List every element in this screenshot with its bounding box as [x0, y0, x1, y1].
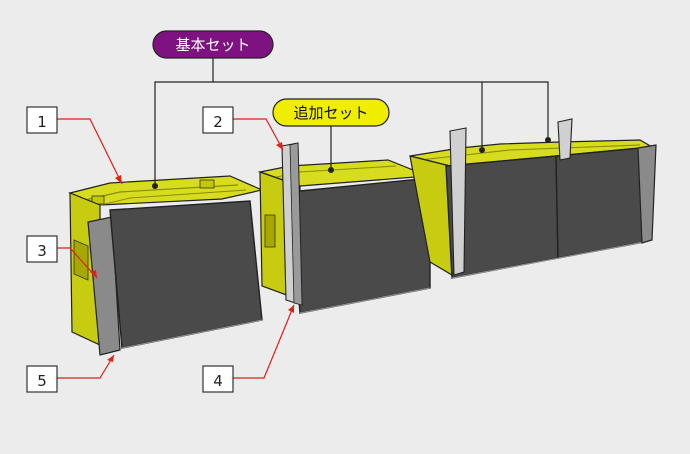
callout-1-number: 1 — [37, 113, 47, 131]
callout-5: 5 — [26, 365, 58, 393]
bracket-dots — [152, 137, 551, 189]
box-unit-1 — [68, 175, 264, 356]
additional-set-label: 追加セット — [293, 104, 368, 122]
callout-3-number: 3 — [37, 242, 47, 260]
callout-arrowheads — [90, 142, 294, 362]
additional-set-badge: 追加セット — [272, 98, 390, 127]
callout-3: 3 — [26, 235, 58, 263]
callout-4-number: 4 — [213, 372, 223, 390]
callout-2-number: 2 — [213, 113, 223, 131]
callout-5-number: 5 — [37, 372, 47, 390]
callout-2: 2 — [202, 106, 234, 134]
basic-set-bracket — [154, 58, 549, 185]
additional-set-leader — [328, 126, 334, 173]
basic-set-badge: 基本セット — [152, 30, 274, 59]
callout-leaders — [57, 118, 295, 379]
callout-1: 1 — [26, 106, 58, 134]
box-unit-3 — [409, 118, 657, 279]
callout-4: 4 — [202, 365, 234, 393]
box-unit-2 — [257, 142, 431, 314]
basic-set-label: 基本セット — [175, 36, 250, 54]
